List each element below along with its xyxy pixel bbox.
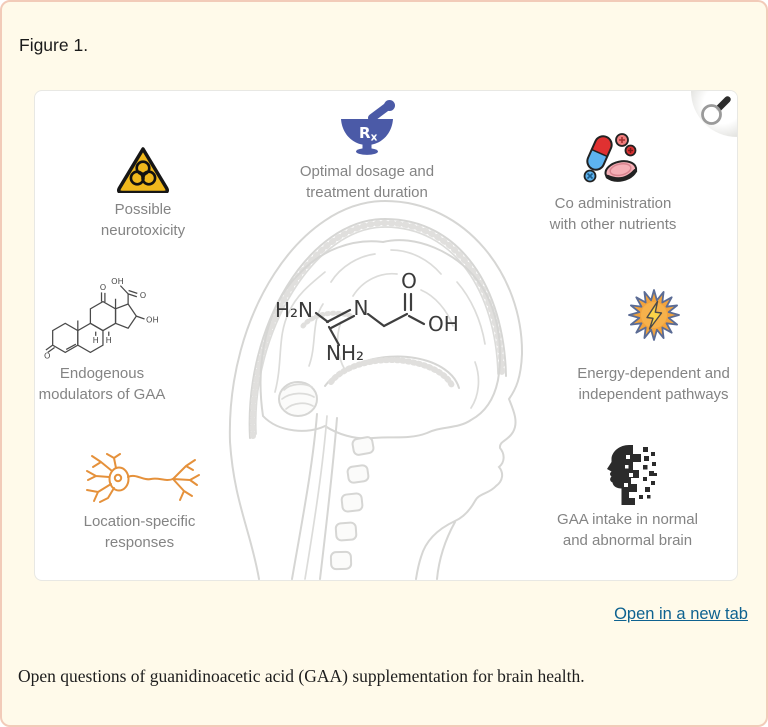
svg-text:H: H [106, 335, 112, 345]
item-neurotoxicity: Possible neurotoxicity [63, 145, 223, 241]
open-new-tab-link[interactable]: Open in a new tab [614, 605, 748, 623]
neuron-icon [85, 453, 200, 503]
item-label-line: Optimal dosage and [299, 163, 435, 180]
item-optimal-dosage: Rx Optimal dosage and treatment duration [267, 99, 467, 203]
molecule-oh-label: OH [428, 312, 459, 336]
svg-text:Rx: Rx [359, 124, 378, 144]
sun-lightning-icon [627, 289, 680, 341]
figure-label: Figure 1. [19, 35, 89, 55]
brain-head-illustration: H₂N N NH₂ O OH [228, 199, 524, 580]
item-location-responses: Location-specific responses [57, 453, 222, 553]
pills-icon [583, 133, 638, 183]
figure-image-panel[interactable]: H₂N N NH₂ O OH Rx Optimal dosage and tre… [34, 90, 738, 581]
molecule-h2n-label: H₂N [275, 298, 313, 322]
item-label-line: neurotoxicity [100, 222, 186, 239]
item-energy-pathways: Energy-dependent and independent pathway… [561, 289, 746, 405]
svg-text:O: O [140, 290, 146, 300]
zoom-button[interactable] [691, 91, 737, 137]
item-label-line: Co administration [554, 195, 672, 212]
svg-text:OH: OH [111, 277, 124, 286]
pixelated-head-icon [606, 445, 657, 505]
link-row: Open in a new tab [614, 605, 748, 624]
item-label-line: GAA intake in normal [557, 511, 698, 528]
item-label-line: responses [104, 534, 175, 551]
svg-text:OH: OH [146, 314, 159, 324]
svg-text:O: O [44, 351, 50, 361]
molecule-nh2-label: NH₂ [326, 341, 364, 365]
item-label-line: treatment duration [306, 184, 428, 201]
item-label-line: Energy-dependent and [577, 365, 730, 382]
item-label-line: Possible [114, 201, 172, 218]
molecule-o-label: O [401, 269, 417, 293]
item-co-administration: Co administration with other nutrients [513, 131, 713, 235]
item-label-line: with other nutrients [549, 216, 677, 233]
biohazard-icon [117, 147, 169, 193]
gaa-molecule: H₂N N NH₂ O OH [275, 269, 459, 365]
mortar-pestle-rx-icon: Rx [341, 100, 395, 155]
item-endogenous-modulators: O O O OH OH H H Endogenous modulators of… [37, 277, 167, 405]
svg-text:H: H [93, 335, 99, 345]
item-label-line: modulators of GAA [38, 386, 166, 403]
molecule-n-label: N [354, 296, 369, 320]
item-gaa-intake: GAA intake in normal and abnormal brain [535, 443, 720, 551]
item-label-line: Endogenous [59, 365, 145, 382]
svg-text:O: O [100, 282, 106, 292]
item-label-line: Location-specific [83, 513, 196, 530]
steroid-structure-icon: O O O OH OH H H [44, 277, 159, 361]
item-label-line: and abnormal brain [562, 532, 693, 549]
item-label-line: independent pathways [578, 386, 729, 403]
magnifier-icon [701, 96, 731, 125]
figure-caption: Open questions of guanidinoacetic acid (… [18, 666, 585, 686]
